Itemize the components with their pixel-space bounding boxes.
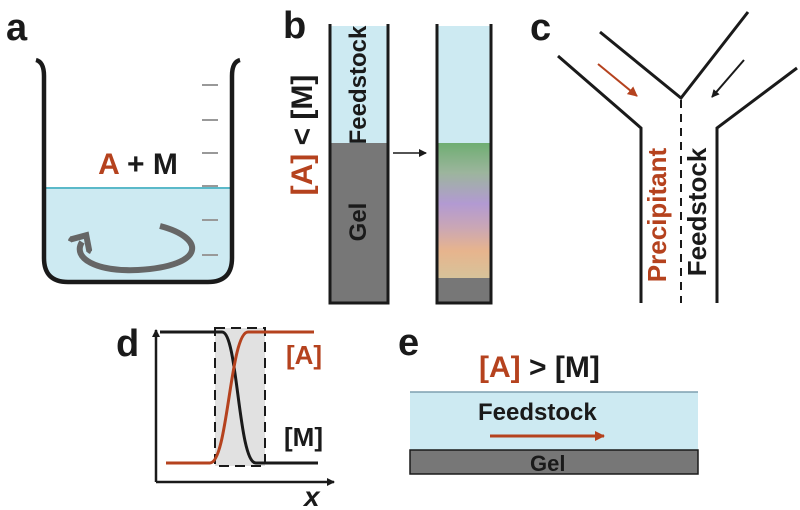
- x-axis-label: x: [302, 481, 321, 510]
- condition-m-text: [M]: [555, 351, 600, 384]
- condition-a-text: [A]: [286, 154, 319, 196]
- less-than-text: <: [286, 120, 319, 154]
- feedstock-flow-arrow-icon: [711, 59, 745, 98]
- precipitant-label: Precipitant: [642, 147, 672, 282]
- panel-c: c Precipitant Feedstock: [530, 7, 798, 303]
- flow-feedstock-label: Feedstock: [478, 399, 597, 426]
- a-curve-label: [A]: [286, 340, 322, 370]
- tube-gel-label: Gel: [345, 203, 372, 242]
- panel-d: d [A] [M] x: [116, 323, 335, 510]
- panel-b: b Feedstock Gel [A] < [M]: [283, 5, 493, 305]
- mixture-label: A + M: [98, 148, 178, 181]
- channel-feedstock-label: Feedstock: [682, 147, 712, 276]
- tube-left-feedstock: [330, 26, 388, 143]
- beaker-graduation-marks: [202, 84, 218, 256]
- tube-right-outline: [435, 24, 493, 305]
- flow-gel-label: Gel: [530, 451, 565, 476]
- precipitant-flow-arrow-icon: [597, 63, 638, 97]
- flow-channel-feedstock: [410, 392, 698, 450]
- condition-a-lt-m: [A] < [M]: [286, 75, 319, 196]
- condition-a-text: [A]: [479, 351, 521, 384]
- m-curve-label: [M]: [284, 422, 323, 452]
- panel-a: a A + M: [6, 7, 241, 285]
- m-concentration-curve: [160, 330, 318, 465]
- beaker-outline: [35, 57, 241, 285]
- tube-feedstock-label: Feedstock: [345, 25, 372, 144]
- reactant-a-text: A: [98, 148, 119, 181]
- y-channel-outer-left: [557, 54, 643, 303]
- a-concentration-curve: [166, 330, 314, 465]
- panel-label-e: e: [398, 322, 419, 364]
- tube-right-gel: [437, 278, 491, 303]
- plus-text: +: [119, 148, 153, 181]
- tube-right-precipitation-bands: [437, 143, 491, 278]
- condition-a-gt-m: [A] > [M]: [479, 351, 600, 384]
- reactant-m-text: M: [153, 148, 178, 181]
- condition-m-text: [M]: [286, 75, 319, 120]
- stirring-arrow-icon: [80, 223, 195, 274]
- panel-label-d: d: [116, 323, 139, 365]
- tube-right-feedstock: [437, 26, 491, 143]
- panel-label-a: a: [6, 7, 28, 49]
- panel-label-b: b: [283, 5, 306, 47]
- tube-left-outline: [328, 24, 390, 305]
- panel-e: e [A] > [M] Feedstock Gel: [398, 322, 699, 476]
- reaction-zone-box: [214, 327, 266, 467]
- tube-left-gel: [330, 143, 388, 303]
- y-channel-outer-right: [715, 66, 798, 303]
- panel-label-c: c: [530, 7, 551, 49]
- flow-gel-layer: [409, 449, 699, 475]
- y-channel-inner: [599, 11, 750, 101]
- greater-than-text: >: [521, 351, 555, 384]
